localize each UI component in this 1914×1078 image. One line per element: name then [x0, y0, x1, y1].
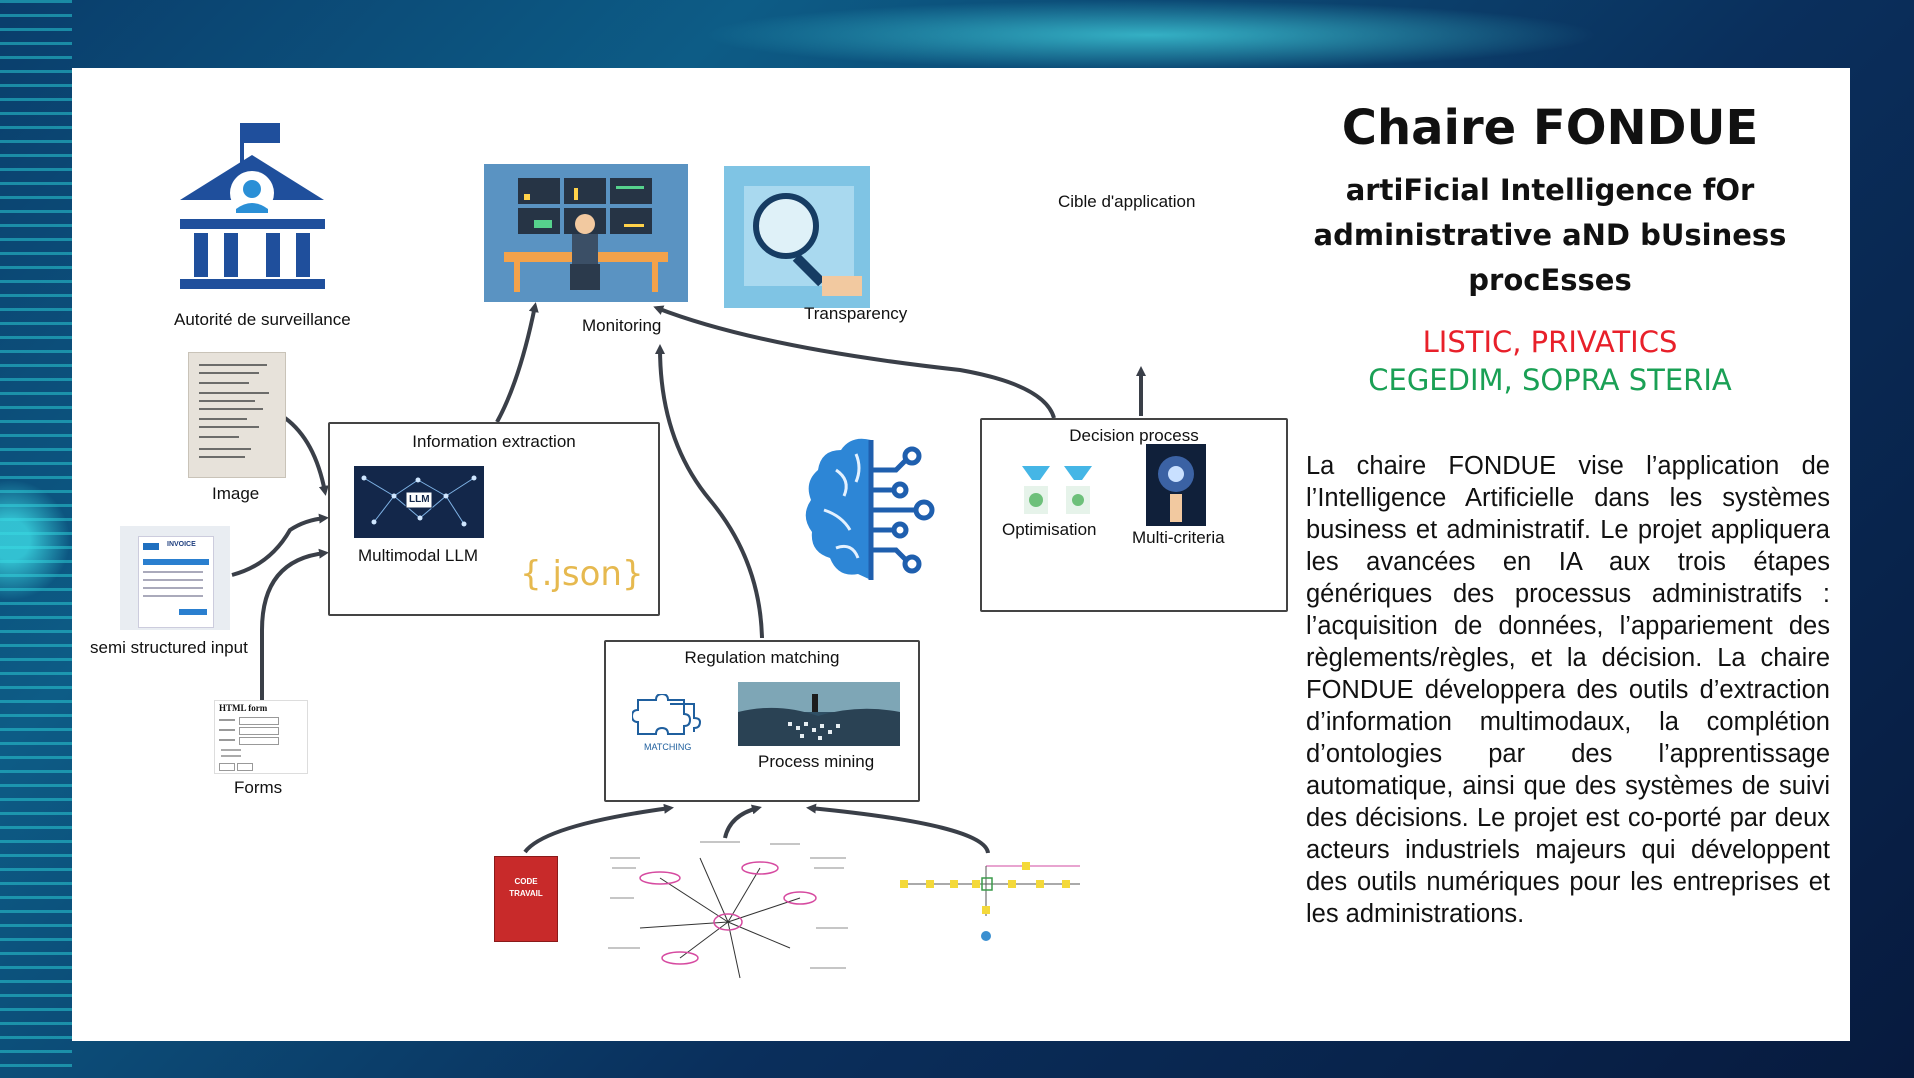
optimisation-funnel-icon [1018, 462, 1098, 520]
decision-process-box: Decision process Optimisation Multi-crit… [980, 418, 1288, 612]
background-glow [700, 0, 1600, 70]
code-du-travail-book: CODE TRAVAIL [494, 856, 558, 942]
information-extraction-title: Information extraction [412, 432, 576, 451]
transparency-illustration [724, 166, 870, 308]
invoice-title: INVOICE [167, 541, 196, 548]
page-title: Chaire FONDUE [1341, 100, 1759, 156]
process-mining-illustration [738, 682, 900, 746]
process-flow-image [896, 856, 1086, 948]
page-subtitle: artiFicial Intelligence fOr administrati… [1313, 173, 1787, 297]
authority-building-icon [160, 115, 345, 300]
decision-process-title: Decision process [1069, 426, 1199, 445]
html-form-image: HTML form [214, 700, 308, 774]
process-mining-label: Process mining [758, 752, 875, 771]
multimodal-llm-label: Multimodal LLM [358, 546, 478, 565]
code-book-line1: CODE [514, 877, 538, 886]
html-form-title: HTML form [219, 703, 268, 713]
partners-academic: LISTIC, PRIVATICS [1422, 325, 1678, 359]
forms-label: Forms [234, 778, 283, 797]
matching-puzzle-icon [630, 692, 706, 740]
project-description: La chaire FONDUE vise l’application de l… [1306, 452, 1830, 928]
llm-network-icon: LLM [354, 466, 484, 538]
llm-badge: LLM [409, 494, 430, 505]
monitoring-label: Monitoring [582, 316, 662, 335]
regulation-matching-title: Regulation matching [684, 648, 840, 667]
partners-industrial: CEGEDIM, SOPRA STERIA [1368, 363, 1732, 397]
target-label: Cible d'application [1058, 192, 1196, 211]
regulation-matching-box: Regulation matching MATCHING Process min… [604, 640, 920, 802]
mind-map-image [600, 838, 856, 986]
authority-label: Autorité de surveillance [174, 310, 351, 329]
multi-criteria-label: Multi-criteria [1132, 528, 1225, 547]
invoice-image: INVOICE [120, 526, 230, 630]
optimisation-label: Optimisation [1002, 520, 1097, 539]
background-circle [0, 480, 72, 600]
receipt-image [188, 352, 286, 478]
image-label: Image [212, 484, 260, 503]
monitoring-illustration [484, 164, 688, 302]
transparency-label: Transparency [804, 304, 908, 323]
multi-criteria-icon [1146, 444, 1206, 526]
code-book-line2: TRAVAIL [509, 889, 543, 898]
information-extraction-box: Information extraction LLM Multimodal LL… [328, 422, 660, 616]
matching-label: MATCHING [644, 742, 692, 752]
json-icon: {.json} [520, 554, 644, 594]
semi-structured-label: semi structured input [90, 638, 248, 657]
brain-ai-icon [796, 430, 946, 590]
